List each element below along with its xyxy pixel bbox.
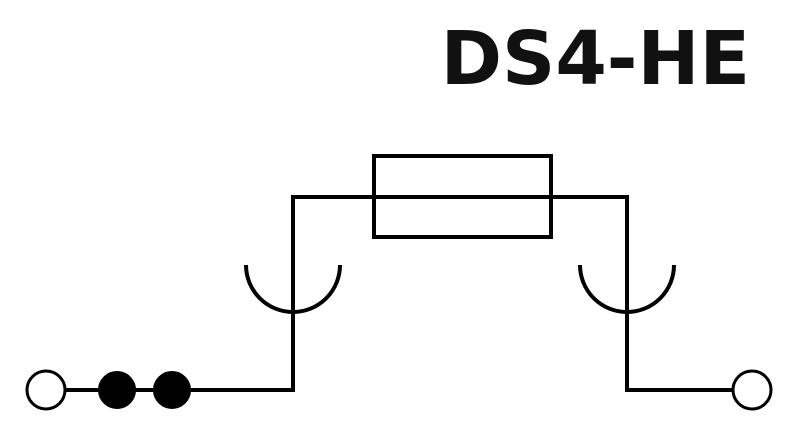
right-open-terminal-icon [731, 369, 773, 411]
model-title: DS4-HE [440, 16, 750, 102]
left-open-terminal-icon [25, 369, 67, 411]
bridge-solid-terminal-icon [153, 371, 191, 409]
right-disconnect-contact-icon [578, 264, 676, 314]
bridge-solid-terminal-icon [98, 371, 136, 409]
left-disconnect-contact-icon [244, 264, 342, 314]
